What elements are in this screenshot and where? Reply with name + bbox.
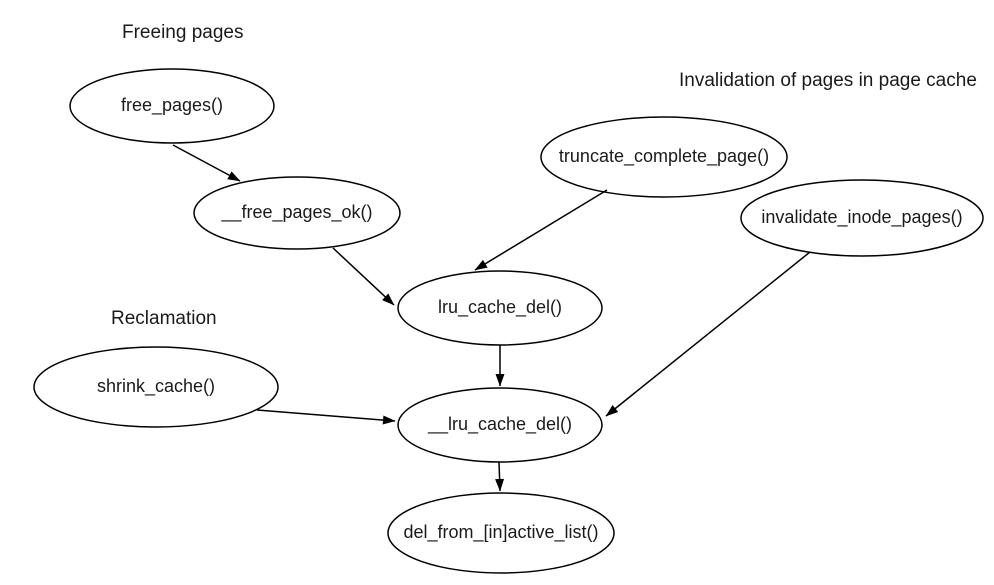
node-label-lru-cache-del: lru_cache_del() <box>437 297 563 318</box>
section-label-freeing-pages: Freeing pages <box>122 22 244 43</box>
node-label-lru-cache-del-internal: __lru_cache_del() <box>427 414 573 435</box>
edge-arrow-free-pages-to-free-pages-ok <box>172 144 241 182</box>
node-label-free-pages: free_pages() <box>120 95 224 116</box>
node-label-del-from-inactive-list: del_from_[in]active_list() <box>403 522 599 543</box>
node-ellipse-del-from-inactive-list <box>387 492 615 574</box>
node-ellipse-truncate-complete-page <box>540 116 788 198</box>
edge-arrow-invalidate-inode-pages-to-lru-cache-del-internal <box>605 251 811 417</box>
node-ellipse-lru-cache-del-internal <box>397 387 603 463</box>
node-label-invalidate-inode-pages: invalidate_inode_pages() <box>761 207 963 228</box>
node-ellipse-shrink-cache <box>33 346 279 428</box>
node-label-truncate-complete-page: truncate_complete_page() <box>558 146 770 167</box>
edge-arrow-lru-cache-del-internal-to-del-from-inactive-list <box>495 461 505 492</box>
edge-arrow-truncate-complete-page-to-lru-cache-del <box>474 189 608 271</box>
node-ellipse-free-pages-ok <box>193 176 401 250</box>
section-label-reclamation: Reclamation <box>111 308 217 329</box>
edge-arrow-shrink-cache-to-lru-cache-del-internal <box>256 409 396 425</box>
node-ellipse-free-pages <box>69 68 275 144</box>
section-label-invalidation: Invalidation of pages in page cache <box>679 70 977 91</box>
edge-arrow-free-pages-ok-to-lru-cache-del <box>332 247 395 306</box>
node-label-shrink-cache: shrink_cache() <box>96 376 216 397</box>
node-label-free-pages-ok: __free_pages_ok() <box>221 202 373 223</box>
node-ellipse-invalidate-inode-pages <box>740 179 984 257</box>
